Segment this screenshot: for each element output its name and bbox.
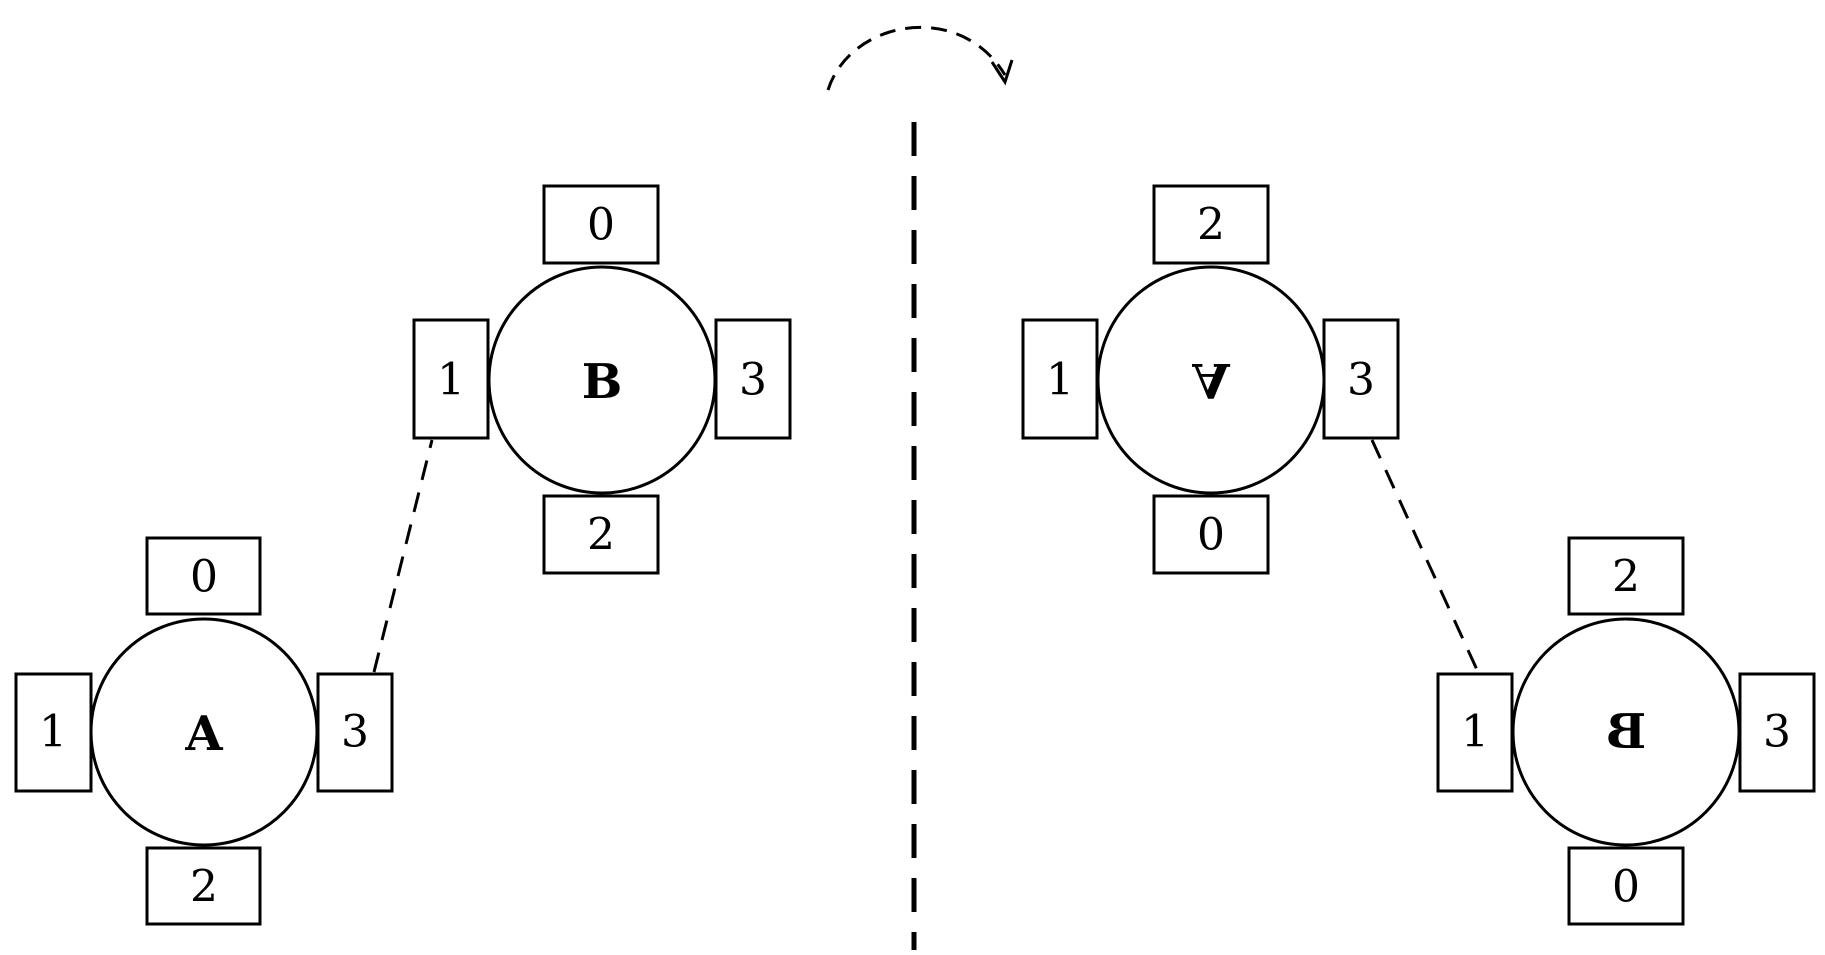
port-top-label: 2 bbox=[1197, 200, 1225, 251]
port-right-label: 3 bbox=[739, 355, 767, 406]
node-right-a: 2 1 3 0 A bbox=[1021, 184, 1400, 575]
port-top bbox=[542, 184, 660, 265]
port-right bbox=[1322, 318, 1400, 440]
port-top bbox=[1567, 536, 1685, 616]
node-right-b: 2 1 3 0 B bbox=[1436, 536, 1816, 926]
port-bottom bbox=[1152, 494, 1270, 575]
node-circle bbox=[89, 617, 319, 847]
port-right bbox=[316, 672, 394, 793]
port-top-label: 0 bbox=[190, 552, 218, 603]
node-circle bbox=[1511, 617, 1741, 847]
port-bottom bbox=[145, 846, 262, 926]
port-right-label: 3 bbox=[341, 707, 369, 758]
port-left bbox=[412, 318, 490, 440]
port-right-label: 3 bbox=[1763, 707, 1791, 758]
port-bottom-label: 2 bbox=[587, 510, 615, 561]
node-label-flipped: B bbox=[1606, 704, 1647, 760]
port-top-label: 2 bbox=[1612, 552, 1640, 603]
port-left-label: 1 bbox=[1046, 355, 1074, 406]
port-left-label: 1 bbox=[39, 707, 67, 758]
connector-left bbox=[372, 439, 434, 673]
port-bottom-label: 0 bbox=[1197, 510, 1225, 561]
port-left-label: 1 bbox=[437, 355, 465, 406]
port-bottom bbox=[542, 494, 660, 575]
port-bottom bbox=[1567, 846, 1685, 926]
port-right bbox=[1738, 672, 1816, 793]
node-label: A bbox=[184, 706, 223, 762]
node-left-a: 0 1 3 2 A bbox=[14, 536, 394, 926]
node-label: B bbox=[582, 354, 623, 410]
port-top bbox=[145, 536, 262, 616]
port-left-label: 1 bbox=[1461, 707, 1489, 758]
port-right bbox=[714, 318, 792, 440]
node-circle bbox=[1096, 265, 1326, 495]
port-top bbox=[1152, 184, 1270, 265]
node-left-b: 0 1 3 2 B bbox=[412, 184, 792, 575]
port-bottom-label: 0 bbox=[1612, 862, 1640, 913]
port-left bbox=[14, 672, 93, 793]
flip-arrow-icon bbox=[826, 26, 1014, 91]
port-left bbox=[1436, 672, 1514, 793]
port-left bbox=[1021, 318, 1099, 440]
port-bottom-label: 2 bbox=[190, 862, 218, 913]
port-top-label: 0 bbox=[587, 200, 615, 251]
node-label-flipped: A bbox=[1191, 352, 1230, 408]
port-right-label: 3 bbox=[1347, 355, 1375, 406]
node-circle bbox=[487, 265, 717, 495]
connector-right bbox=[1370, 439, 1480, 673]
